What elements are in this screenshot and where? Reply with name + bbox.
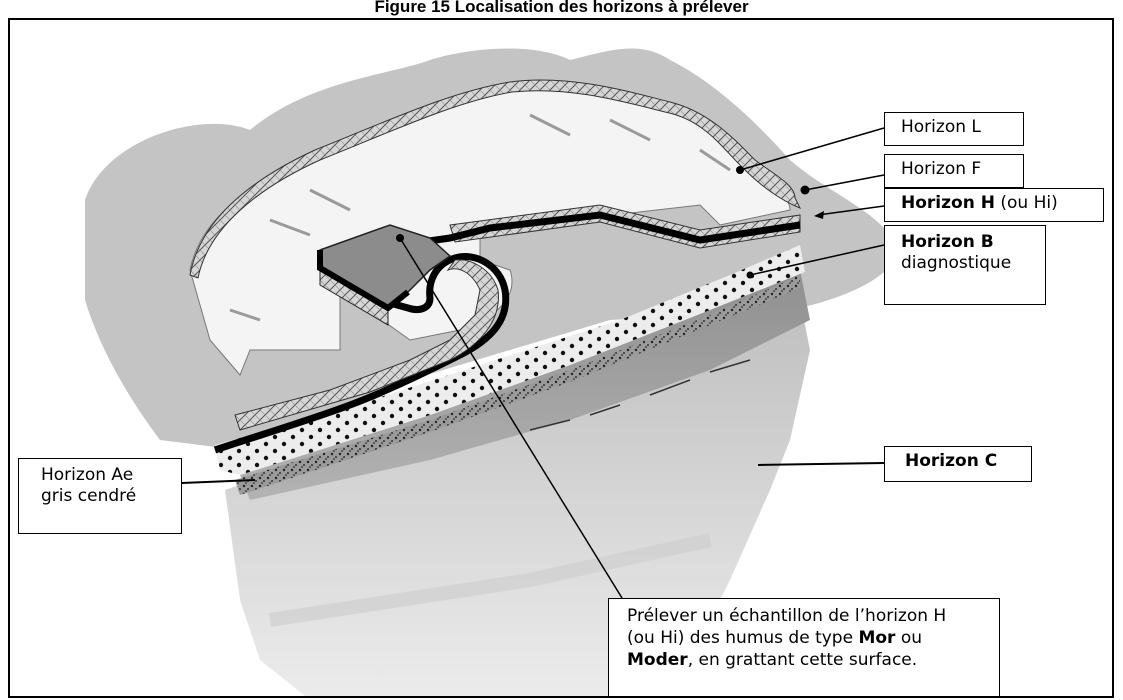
callout-line2: (ou Hi) des humus de type Mor ou [627,627,989,649]
callout-line2-end: ou [895,628,922,648]
callout-line3-end: , en grattant cette surface. [688,650,917,670]
callout-moder: Moder [627,650,688,670]
label-horizon-ae-line1: Horizon Ae [41,465,165,486]
callout-line3: Moder, en grattant cette surface. [627,649,989,671]
callout-line2-start: (ou Hi) des humus de type [627,628,858,648]
label-horizon-b: Horizon B diagnostique [884,225,1046,305]
label-horizon-h-bold: Horizon H [901,193,995,213]
label-horizon-h: Horizon H (ou Hi) [884,188,1104,222]
label-horizon-b-rest: diagnostique [901,253,1029,274]
label-horizon-c: Horizon C [884,446,1032,482]
callout-mor: Mor [858,628,895,648]
label-horizon-f: Horizon F [884,154,1024,188]
label-horizon-l-text: Horizon L [901,117,981,137]
sampling-callout: Prélever un échantillon de l’horizon H (… [608,598,1000,698]
label-horizon-h-rest: (ou Hi) [995,193,1058,213]
label-horizon-c-text: Horizon C [905,451,997,471]
diagram-frame: Horizon L Horizon F Horizon H (ou Hi) Ho… [8,18,1114,698]
label-horizon-ae-line2: gris cendré [41,486,165,507]
label-horizon-b-bold: Horizon B [901,232,994,252]
label-horizon-l: Horizon L [884,112,1024,146]
label-horizon-f-text: Horizon F [901,159,981,179]
figure-title: Figure 15 Localisation des horizons à pr… [0,0,1123,16]
label-horizon-ae: Horizon Ae gris cendré [18,458,182,534]
callout-line1: Prélever un échantillon de l’horizon H [627,605,989,627]
